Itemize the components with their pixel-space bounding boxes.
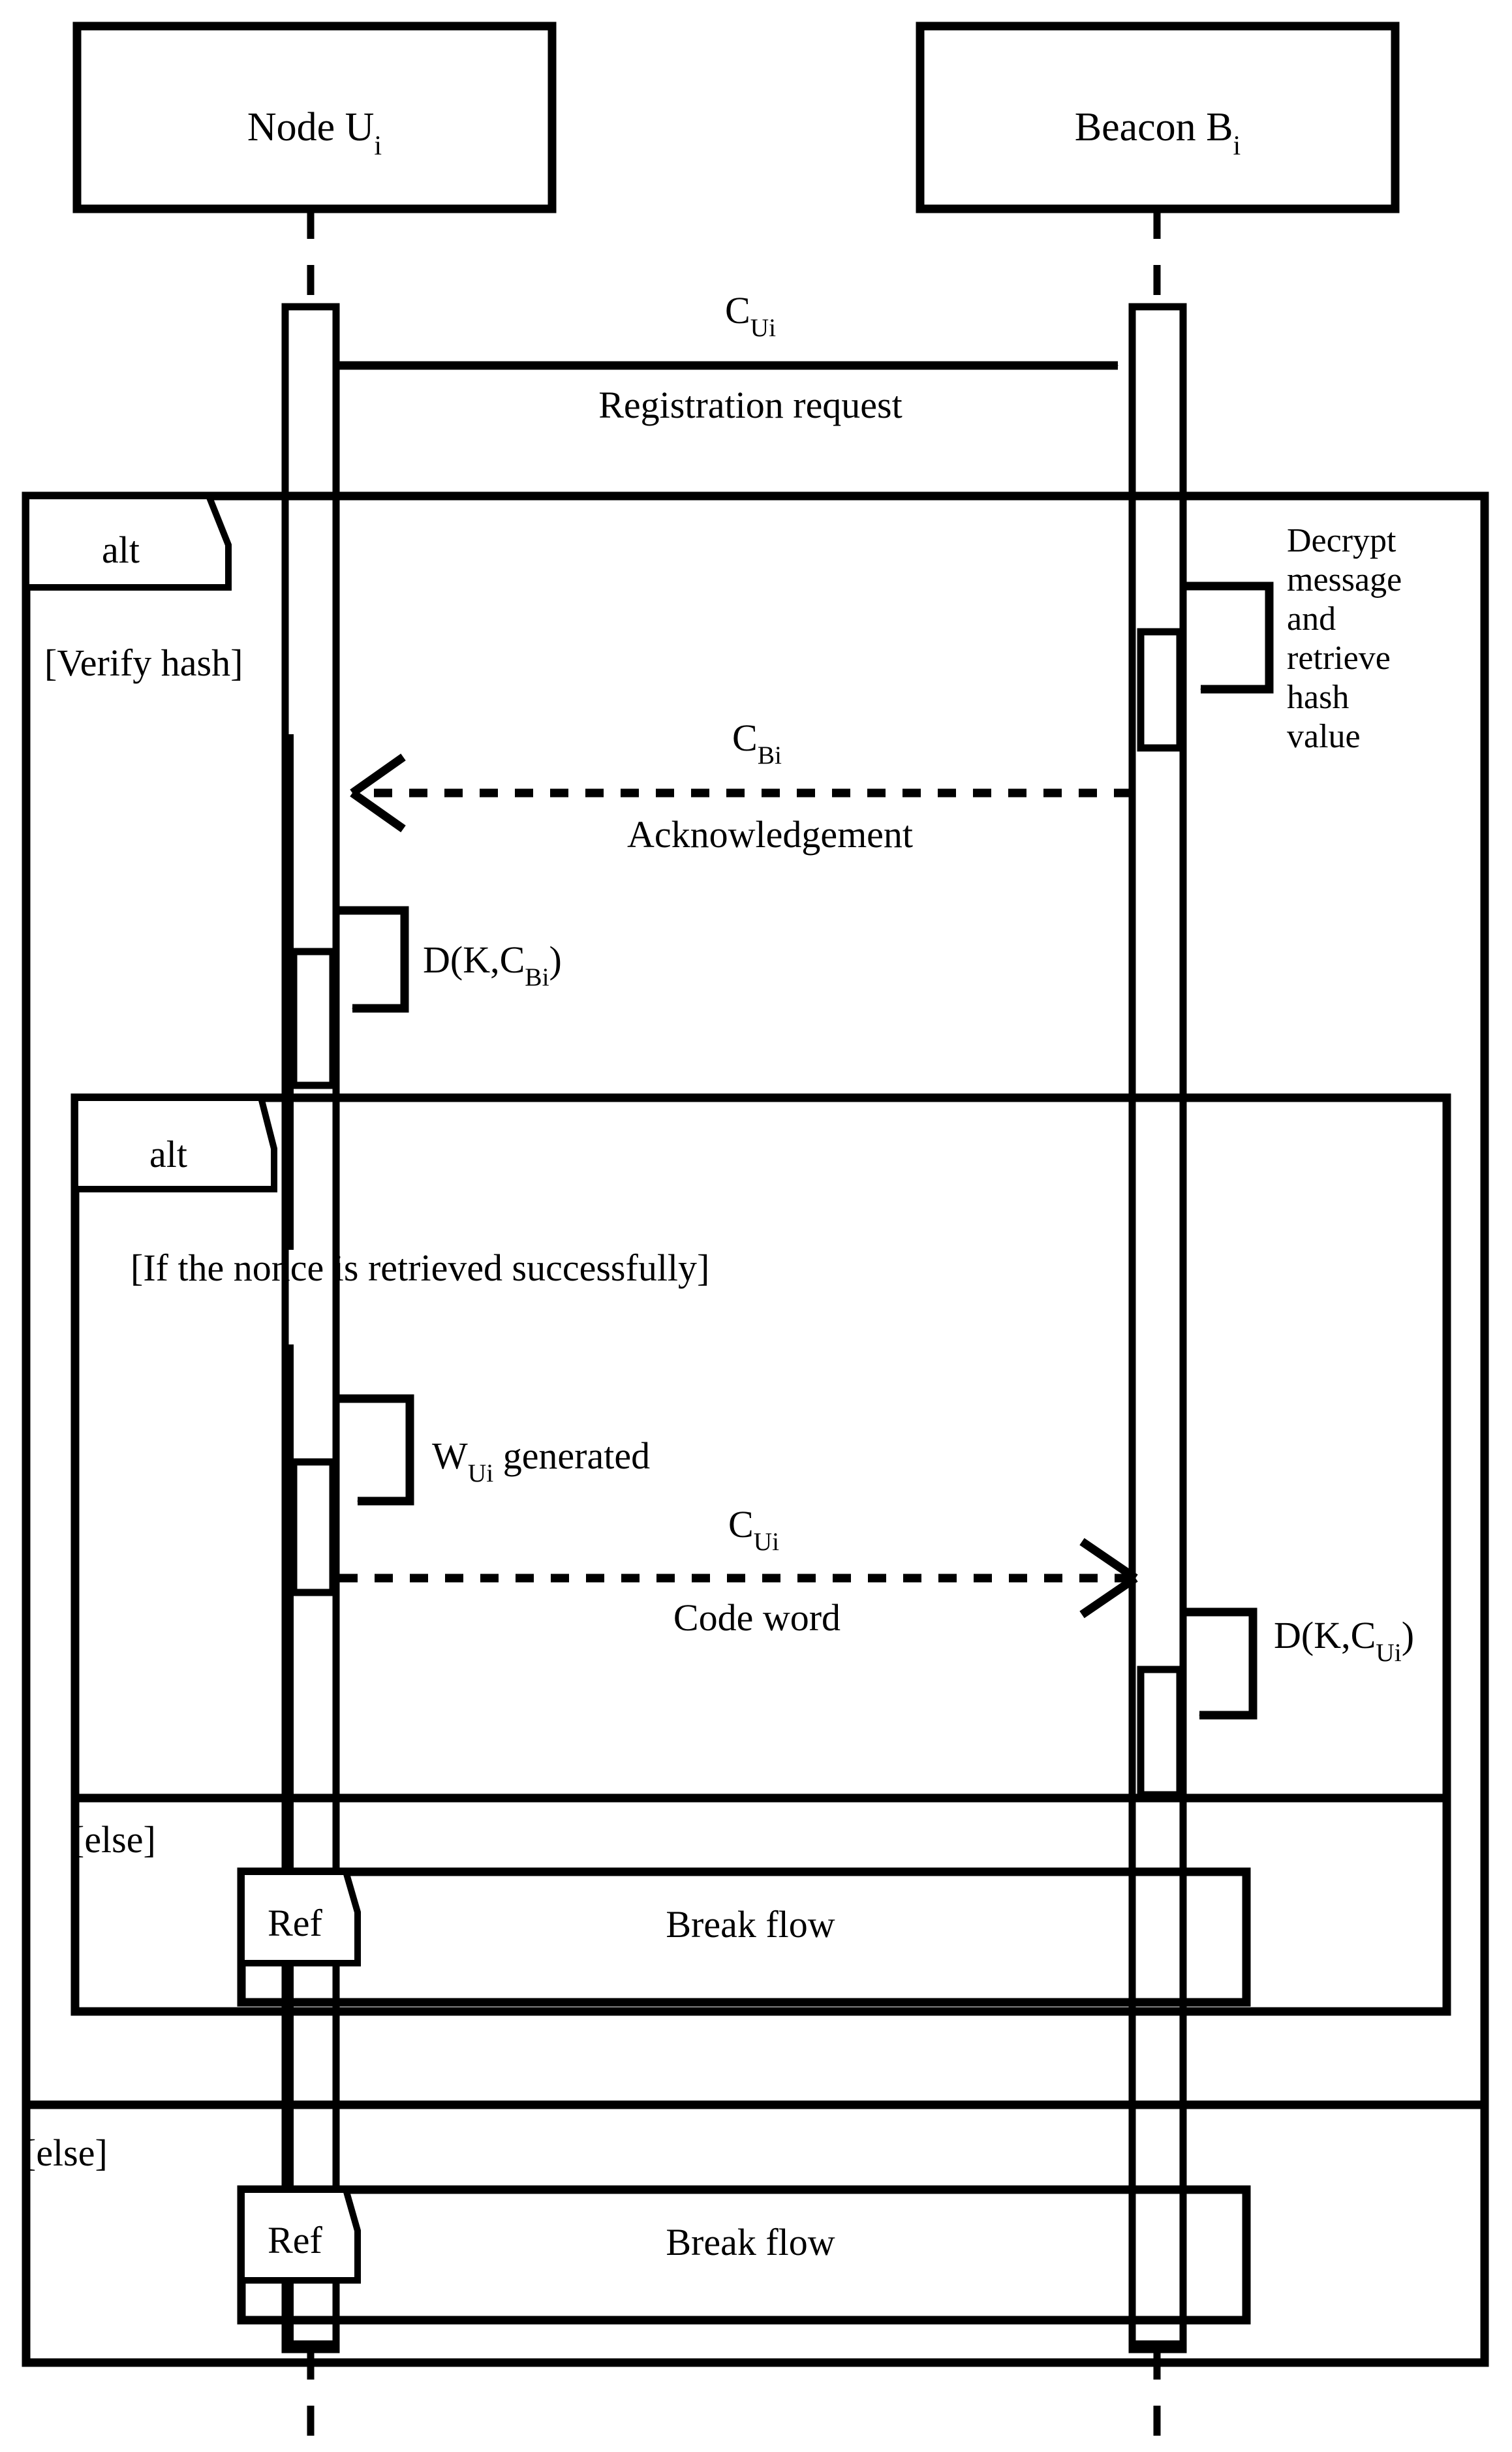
fragment-alt-inner-operator-label: alt: [149, 1133, 187, 1175]
self-message-generate-wui-label: WUi generated: [432, 1435, 650, 1487]
lifeline-head-node: [72, 22, 557, 213]
message-code-word-top-label: CUi: [728, 1503, 779, 1556]
self-message-decrypt-retrieve-hash-activation: [1137, 628, 1184, 752]
self-message-decrypt-cbi-activation: [290, 948, 337, 1089]
message-acknowledgement-top-label: CBi: [732, 717, 782, 769]
activation-bar-beacon: [1128, 303, 1187, 2353]
fragment-alt-outer-tab: [23, 493, 232, 591]
ref-fragment-inner-operator-label: Ref: [268, 1902, 322, 1944]
ref-fragment-outer-label: Break flow: [666, 2221, 835, 2263]
fragment-alt-outer-guard-label: [Verify hash]: [44, 642, 243, 684]
self-message-decrypt-cbi-path: [336, 906, 409, 1013]
self-message-decrypt-cbi-label: D(K,CBi): [423, 939, 562, 991]
message-registration-request-bottom-label: Registration request: [598, 384, 903, 426]
self-message-decrypt-cui-path: [1183, 1607, 1257, 1720]
ref-fragment-inner-tab: [238, 1869, 361, 1966]
self-message-generate-wui-activation: [290, 1458, 337, 1596]
activation-bar-beacon-foot: [1132, 2340, 1183, 2350]
ref-fragment-outer-tab: [238, 2186, 361, 2284]
self-message-decrypt-cui-label: D(K,CUi): [1274, 1614, 1414, 1667]
message-acknowledgement-arrowhead: [350, 753, 406, 833]
message-code-word-arrowhead: [1079, 1538, 1138, 1619]
fragment-alt-inner-else-guard-label: [else]: [72, 1818, 156, 1861]
message-acknowledgement-bottom-label: Acknowledgement: [627, 813, 913, 856]
fragment-alt-inner-guard-label: [If the nonce is retrieved successfully]: [131, 1247, 709, 1289]
self-message-generate-wui-path: [336, 1394, 414, 1506]
fragment-alt-inner-tab: [72, 1094, 277, 1192]
message-code-word-bottom-label: Code word: [673, 1596, 841, 1639]
self-message-decrypt-retrieve-hash-path: [1183, 582, 1274, 694]
ref-fragment-outer-operator-label: Ref: [268, 2219, 322, 2261]
fragment-alt-outer-box: [22, 491, 1489, 2367]
self-message-decrypt-cui-activation: [1137, 1666, 1184, 1799]
lifeline-head-node-label: Node Ui: [247, 105, 382, 161]
activation-bar-node-secondary: [285, 734, 294, 1250]
ref-fragment-inner-label: Break flow: [666, 1903, 835, 1946]
fragment-alt-outer-else-guard-label: [else]: [23, 2132, 108, 2174]
lifeline-head-beacon-label: Beacon Bi: [1075, 105, 1241, 161]
message-registration-request-top-label: CUi: [725, 289, 776, 342]
lifeline-head-beacon: [916, 22, 1400, 213]
activation-bar-node-foot: [285, 2340, 336, 2350]
fragment-alt-inner-box: [70, 1093, 1451, 2016]
fragment-alt-outer-operator-label: alt: [102, 529, 140, 571]
